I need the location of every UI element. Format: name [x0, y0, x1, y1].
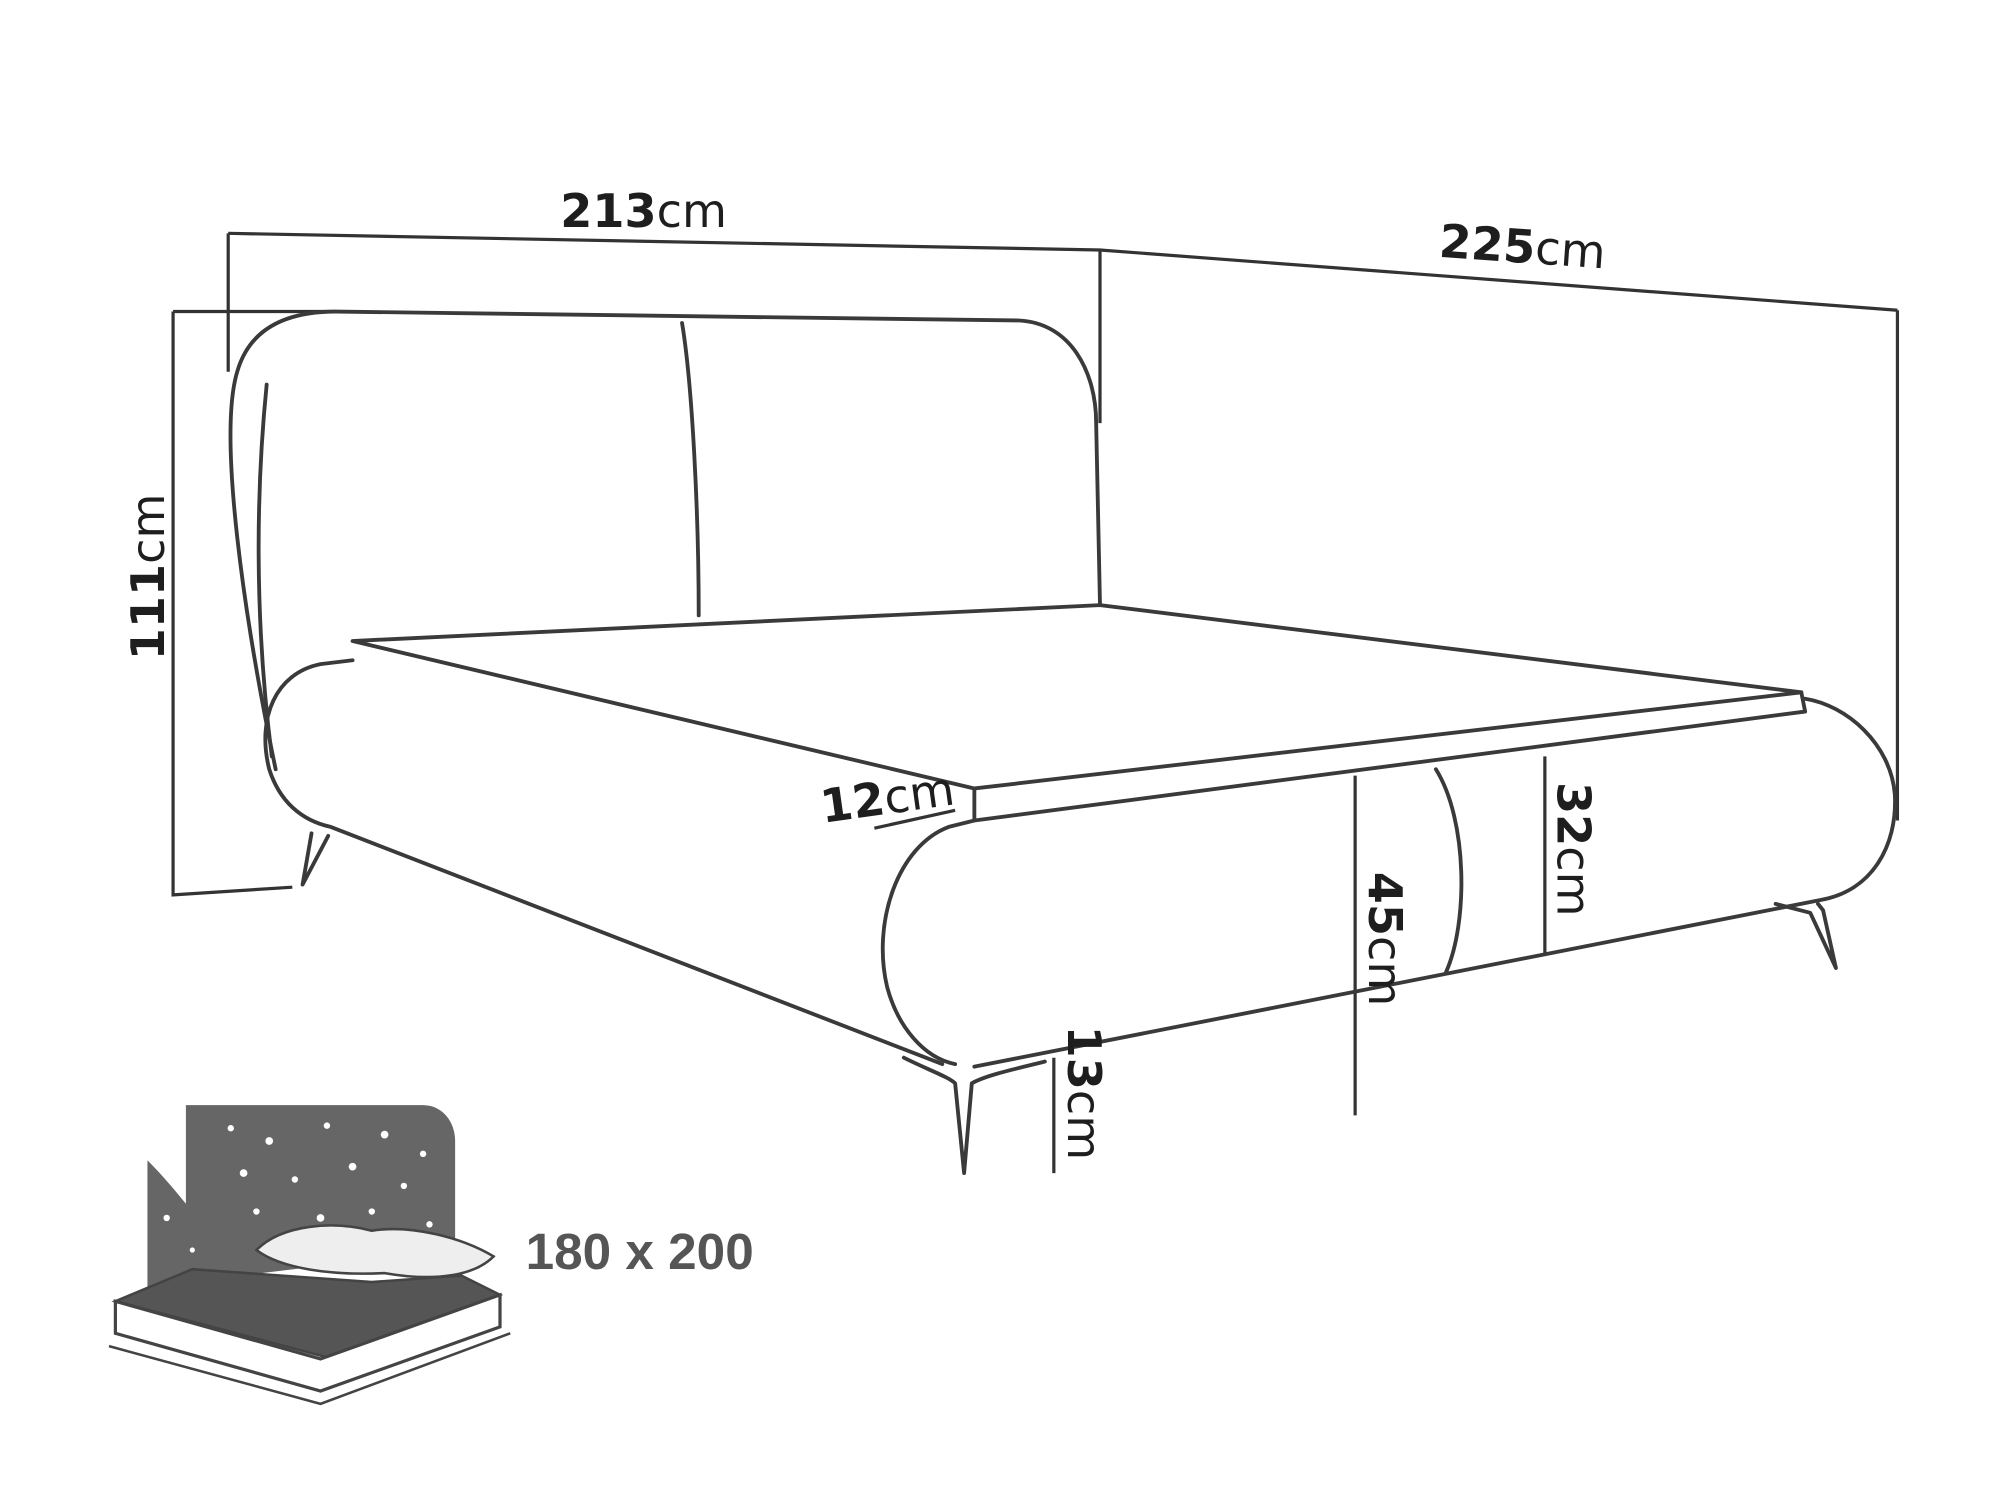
leg-back-left	[300, 831, 331, 887]
headboard-seam	[680, 321, 701, 618]
frame-height-label: 45cm	[1358, 872, 1412, 1007]
right-rail	[972, 696, 1897, 1069]
dimension-lines	[171, 231, 1900, 1174]
mattress-size-label: 180 x 200	[526, 1223, 754, 1280]
length-label: 225cm	[1437, 214, 1607, 279]
height-label: 111cm	[121, 494, 175, 661]
left-rail	[263, 658, 945, 1067]
front-rail	[880, 818, 977, 1067]
rail-height-label: 32cm	[1547, 782, 1601, 917]
bed-drawing	[228, 309, 1897, 1175]
bed-with-starry-headboard-icon	[108, 1105, 511, 1406]
mattress-top	[350, 603, 1804, 791]
mattress-edge	[972, 690, 1808, 823]
leg-front	[901, 1055, 1047, 1175]
leg-height-label: 13cm	[1057, 1026, 1111, 1161]
width-label: 213cm	[560, 184, 727, 238]
mattress-thickness-label: 12cm	[817, 762, 958, 834]
leg-right	[1773, 901, 1838, 970]
headboard	[228, 309, 1102, 772]
